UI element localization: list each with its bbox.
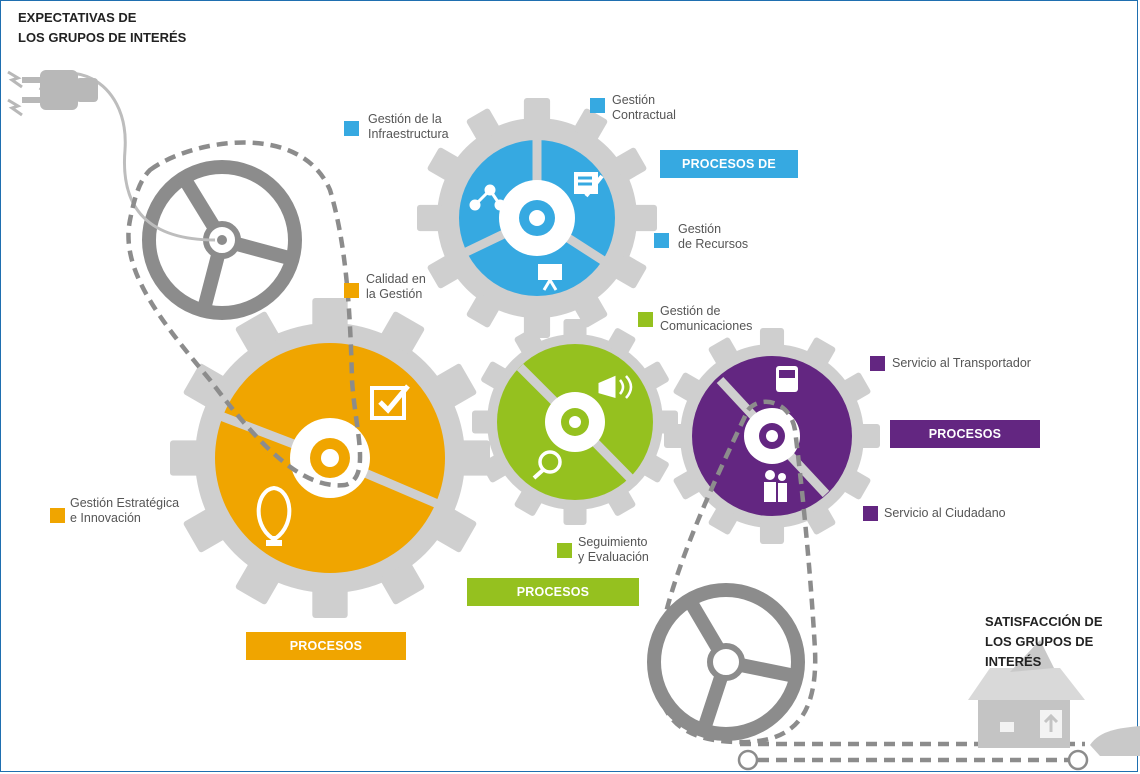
gear-tooth bbox=[708, 337, 739, 367]
lightbulb-icon bbox=[256, 485, 292, 546]
gear-tooth bbox=[563, 504, 587, 525]
gear-tooth bbox=[673, 469, 703, 500]
transversales-item-comunicaciones: Gestión de Comunicaciones bbox=[660, 304, 753, 333]
gear-tooth bbox=[805, 505, 836, 535]
gear-tooth bbox=[759, 328, 785, 350]
steering-wheel-icon bbox=[142, 160, 302, 320]
gear-tooth bbox=[472, 410, 493, 434]
output-title: SATISFACCIÓN DE LOS GRUPOS DE INTERÉS bbox=[985, 614, 1103, 669]
gear-tooth bbox=[433, 508, 477, 553]
misionales-item-ciudadano: Servicio al Ciudadano bbox=[884, 506, 1006, 520]
gear-tooth bbox=[183, 363, 227, 408]
gear-tooth bbox=[607, 488, 636, 516]
gear-tooth bbox=[183, 508, 227, 553]
gear-tooth bbox=[858, 423, 880, 449]
legend-square bbox=[863, 506, 878, 521]
gear-tooth bbox=[641, 454, 669, 483]
gear-tooth bbox=[631, 204, 657, 232]
gear-tooth bbox=[417, 204, 443, 232]
gear-hubs bbox=[290, 180, 800, 498]
transversales-item-seguimiento: Seguimiento y Evaluación bbox=[578, 535, 649, 564]
belt-lines bbox=[126, 140, 1085, 763]
gear-tooth bbox=[841, 469, 871, 500]
gear-tooth bbox=[759, 522, 785, 544]
legend-square bbox=[638, 312, 653, 327]
legend-square bbox=[344, 121, 359, 136]
estrategicos-item-calidad: Calidad en la Gestión bbox=[366, 272, 426, 301]
input-title: EXPECTATIVAS DE LOS GRUPOS DE INTERÉS bbox=[18, 10, 187, 45]
megaphone-icon bbox=[598, 375, 633, 399]
legend-square bbox=[50, 508, 65, 523]
gear-tooth bbox=[523, 98, 551, 124]
gear-tooth bbox=[170, 440, 201, 476]
gear-tooth bbox=[466, 293, 501, 328]
small-steering-wheel-icon bbox=[737, 749, 1089, 771]
gear-tooth bbox=[481, 361, 509, 390]
gear-tooth bbox=[380, 561, 425, 605]
document-edit-icon bbox=[574, 172, 604, 198]
gear-tooth bbox=[380, 311, 425, 355]
gear-tooth bbox=[673, 372, 703, 403]
gear-tooth bbox=[235, 561, 280, 605]
legend-square bbox=[557, 543, 572, 558]
family-icon bbox=[764, 470, 787, 502]
gear-tooth bbox=[708, 505, 739, 535]
apoyo-banner: PROCESOS DE APOYO bbox=[660, 150, 798, 199]
gear-tooth bbox=[805, 337, 836, 367]
bus-icon bbox=[776, 366, 798, 392]
legend-square bbox=[590, 98, 605, 113]
gear-tooth bbox=[641, 361, 669, 390]
hand-icon bbox=[1090, 726, 1140, 756]
gear-tooth bbox=[607, 328, 636, 356]
gear-tooth bbox=[235, 311, 280, 355]
gear-tooth bbox=[312, 298, 348, 329]
legend-square bbox=[344, 283, 359, 298]
gear-tooth bbox=[427, 147, 462, 182]
network-icon bbox=[469, 184, 506, 211]
magnifier-eye-icon bbox=[532, 450, 562, 480]
apoyo-item-recursos: Gestión de Recursos bbox=[678, 222, 749, 251]
gear-tooth bbox=[612, 254, 647, 289]
apoyo-item-contractual: Gestión Contractual bbox=[612, 93, 676, 122]
gear-tooth bbox=[514, 488, 543, 516]
legend-square bbox=[870, 356, 885, 371]
gear-tooth bbox=[573, 108, 608, 143]
plug-icon bbox=[7, 70, 216, 242]
gear-tooth bbox=[481, 454, 509, 483]
legend-square bbox=[654, 233, 669, 248]
checkbox-icon bbox=[370, 384, 410, 420]
presentation-chart-icon bbox=[538, 264, 562, 291]
misionales-item-transportador: Servicio al Transportador bbox=[892, 356, 1031, 370]
box-icon bbox=[968, 640, 1085, 748]
gear-tooth bbox=[563, 319, 587, 340]
misionales-banner: PROCESOS MISIONALES bbox=[890, 420, 1040, 469]
estrategicos-item-innovacion: Gestión Estratégica e Innovación bbox=[70, 496, 180, 525]
gear-tooth bbox=[427, 254, 462, 289]
gear-tooth bbox=[433, 363, 477, 408]
gear-tooth bbox=[466, 108, 501, 143]
gear-tooth bbox=[841, 372, 871, 403]
estrategicos-banner: PROCESOS ESTRATÉGICOS bbox=[246, 632, 406, 681]
gear-tooth bbox=[514, 328, 543, 356]
apoyo-item-infraestructura: Gestión de la Infraestructura bbox=[368, 112, 449, 141]
gear-tooth bbox=[664, 423, 686, 449]
steering-wheel-icon bbox=[647, 583, 805, 741]
gear-tooth bbox=[312, 587, 348, 618]
transversales-banner: PROCESOS TRANSVERSALES bbox=[467, 578, 639, 627]
gear-tooth bbox=[612, 147, 647, 182]
